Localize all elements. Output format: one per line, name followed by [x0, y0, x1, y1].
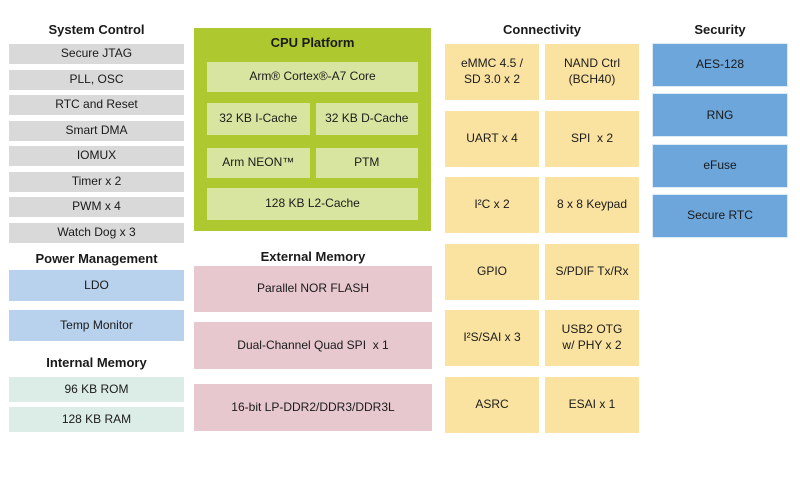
block-uart: UART x 4	[445, 110, 539, 167]
block-rom: 96 KB ROM	[9, 377, 184, 402]
block-l2-cache: 128 KB L2-Cache	[207, 188, 418, 220]
block-pwm: PWM x 4	[9, 197, 184, 217]
block-timer: Timer x 2	[9, 171, 184, 192]
block-neon: Arm NEON™	[207, 148, 310, 178]
block-lpddr: 16-bit LP-DDR2/DDR3/DDR3L	[194, 384, 432, 431]
block-secure-rtc: Secure RTC	[652, 193, 788, 238]
block-i2s-sai: I²S/SAI x 3	[445, 310, 539, 366]
block-efuse: eFuse	[652, 143, 788, 188]
block-rng: RNG	[652, 93, 788, 138]
connectivity-group: eMMC 4.5 / SD 3.0 x 2 NAND Ctrl (BCH40) …	[445, 44, 639, 433]
block-temp-monitor: Temp Monitor	[9, 310, 184, 341]
block-i-cache: 32 KB I-Cache	[207, 103, 310, 135]
connectivity-title: Connectivity	[502, 22, 581, 37]
external-memory-title: External Memory	[260, 249, 366, 264]
block-smart-dma: Smart DMA	[9, 120, 184, 141]
block-gpio: GPIO	[445, 243, 539, 300]
block-usb2-otg: USB2 OTG w/ PHY x 2	[545, 310, 639, 366]
system-control-group: Secure JTAG PLL, OSC RTC and Reset Smart…	[9, 44, 184, 243]
block-spi: SPI x 2	[545, 110, 639, 167]
block-ram: 128 KB RAM	[9, 407, 184, 432]
block-iomux: IOMUX	[9, 146, 184, 166]
block-aes-128: AES-128	[652, 43, 788, 87]
block-esai: ESAI x 1	[545, 376, 639, 433]
block-d-cache: 32 KB D-Cache	[315, 103, 418, 135]
internal-memory-title: Internal Memory	[46, 355, 147, 370]
security-title: Security	[694, 22, 746, 37]
block-watch-dog: Watch Dog x 3	[9, 222, 184, 243]
block-rtc-and-reset: RTC and Reset	[9, 95, 184, 115]
cpu-platform-block: CPU Platform Arm® Cortex®-A7 Core 32 KB …	[194, 28, 431, 231]
power-management-group: LDO Temp Monitor	[9, 270, 184, 341]
block-i2c: I²C x 2	[445, 177, 539, 233]
block-keypad: 8 x 8 Keypad	[545, 177, 639, 233]
block-emmc-sd: eMMC 4.5 / SD 3.0 x 2	[445, 44, 539, 100]
cpu-cache-row: 32 KB I-Cache 32 KB D-Cache	[207, 103, 418, 135]
power-management-title: Power Management	[35, 251, 158, 266]
cpu-neon-row: Arm NEON™ PTM	[207, 148, 418, 178]
block-asrc: ASRC	[445, 376, 539, 433]
block-nor-flash: Parallel NOR FLASH	[194, 266, 432, 312]
block-spdif: S/PDIF Tx/Rx	[545, 243, 639, 300]
system-control-title: System Control	[48, 22, 145, 37]
block-quad-spi: Dual-Channel Quad SPI x 1	[194, 322, 432, 369]
security-group: AES-128 RNG eFuse Secure RTC	[652, 43, 788, 238]
cpu-platform-title: CPU Platform	[270, 35, 355, 50]
internal-memory-group: 96 KB ROM 128 KB RAM	[9, 377, 184, 432]
block-cortex-a7-core: Arm® Cortex®-A7 Core	[207, 62, 418, 92]
block-secure-jtag: Secure JTAG	[9, 44, 184, 64]
block-nand-ctrl: NAND Ctrl (BCH40)	[545, 44, 639, 100]
block-ldo: LDO	[9, 270, 184, 301]
block-ptm: PTM	[315, 148, 418, 178]
block-pll-osc: PLL, OSC	[9, 69, 184, 90]
